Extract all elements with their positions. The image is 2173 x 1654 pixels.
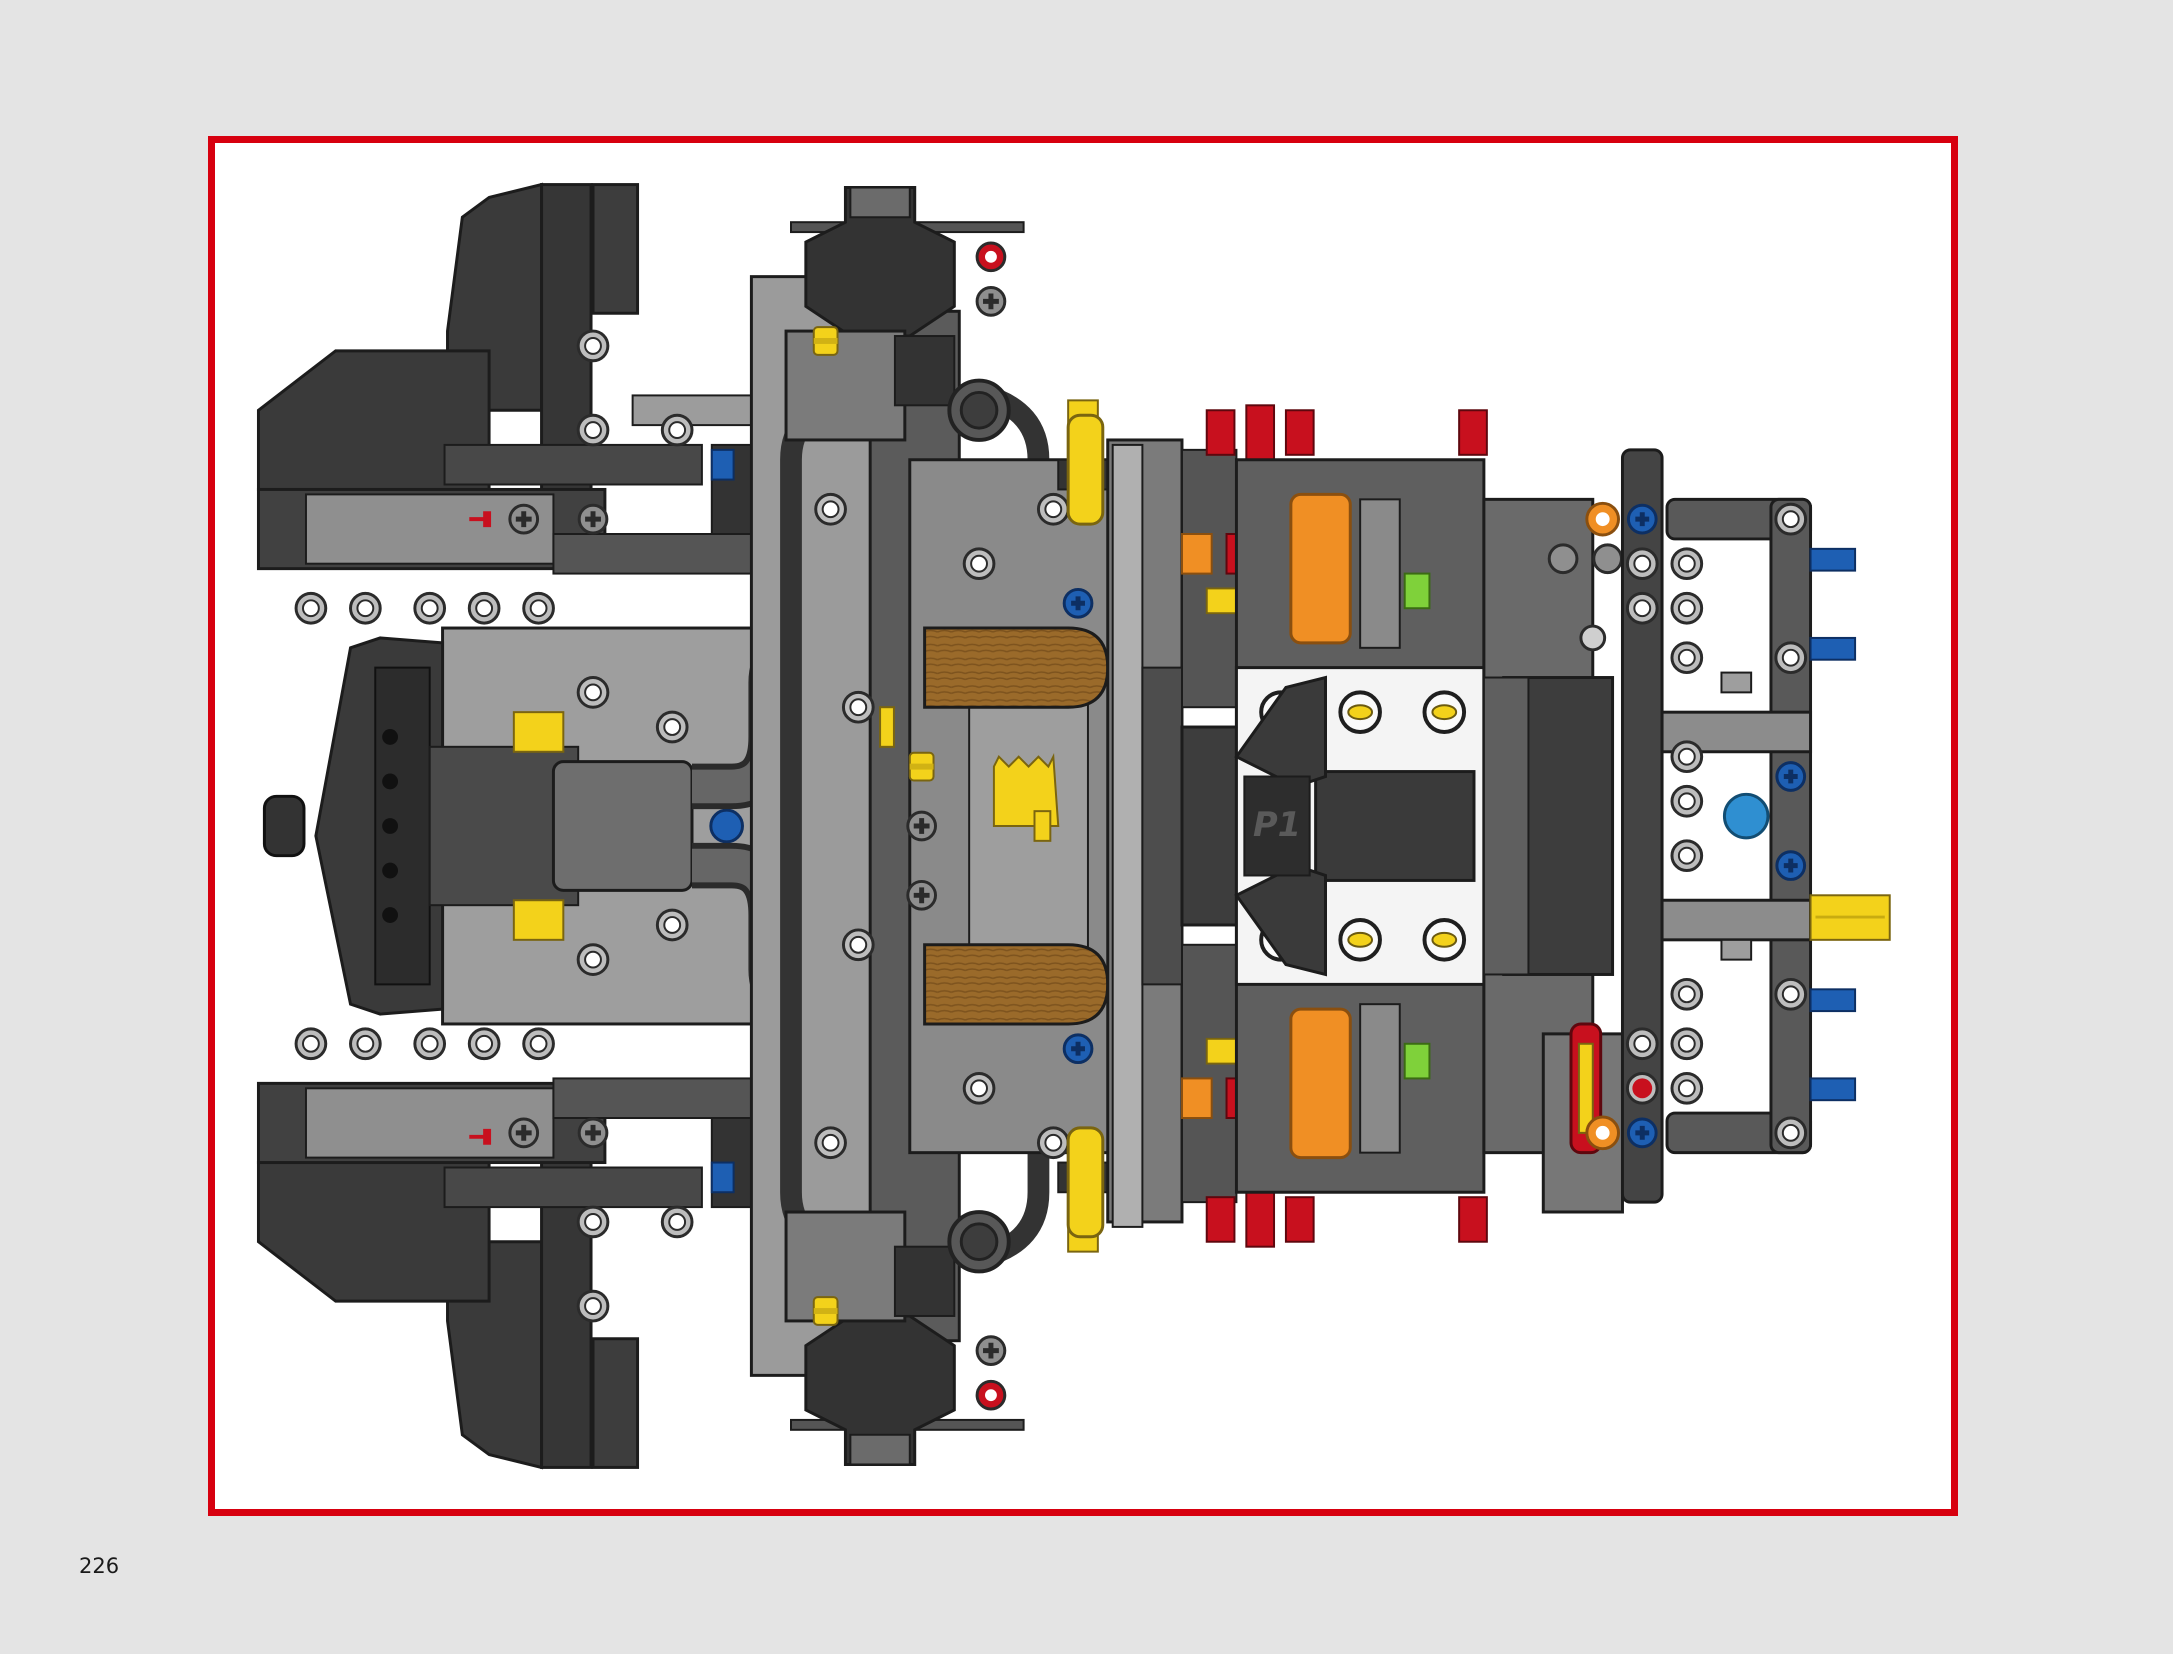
logo-text: P1 — [1253, 805, 1301, 844]
right-axle-pins — [1809, 547, 1891, 1102]
engine-block: P1 — [1234, 458, 1486, 1194]
rear-axle — [784, 1035, 1119, 1466]
rear-liftarm-frame — [1585, 448, 1813, 1204]
illustration-frame: P1 — [208, 136, 1958, 1516]
page-number: 226 — [79, 1554, 120, 1578]
nose-section — [262, 626, 801, 1026]
rear-subframe — [1482, 497, 1624, 1214]
assembly-illustration: P1 — [256, 182, 1891, 1470]
brown-trim-pieces — [923, 626, 1110, 1026]
central-chassis — [749, 275, 1130, 1377]
